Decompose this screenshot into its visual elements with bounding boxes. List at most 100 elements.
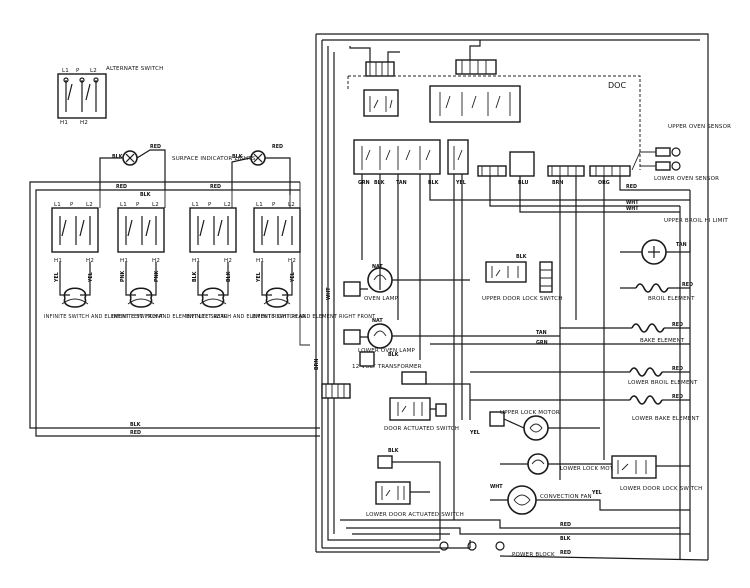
svg-text:YEL: YEL — [256, 272, 262, 283]
svg-text:BLK: BLK — [130, 422, 141, 428]
svg-text:BLK: BLK — [516, 254, 527, 260]
power-block-area: RED BLK RED POWER BLOCK — [316, 519, 709, 561]
svg-text:YEL: YEL — [54, 272, 60, 283]
svg-text:RED: RED — [116, 184, 127, 190]
main-bus-frame: BRN WHT — [314, 33, 709, 560]
svg-text:BLK: BLK — [112, 154, 123, 160]
svg-text:L2: L2 — [288, 202, 295, 208]
infinite-switch-right-rear: L1 P L2 H1 H2 BLK BLK INFINITE SWITCH AN… — [186, 202, 306, 320]
svg-text:RED: RED — [672, 322, 683, 328]
lower-lock-motor-label: LOWER LOCK MOTOR — [560, 466, 622, 472]
infinite-switch-left-rear: L1 P L2 H1 H2 PNK PNK INFINITE SWITCH AN… — [112, 202, 228, 320]
upper-lock-motor-label: UPPER LOCK MOTOR — [500, 410, 560, 416]
svg-text:TAN: TAN — [676, 242, 687, 248]
svg-text:RED: RED — [560, 550, 571, 556]
svg-text:WHT: WHT — [490, 484, 503, 490]
svg-text:BLK: BLK — [560, 536, 571, 542]
broil-element-label: BROIL ELEMENT — [648, 296, 695, 302]
svg-text:GRN: GRN — [358, 180, 370, 186]
svg-text:H1: H1 — [54, 258, 62, 264]
svg-text:RED: RED — [672, 394, 683, 400]
lower-oven-lamp-label: LOWER OVEN LAMP — [358, 348, 416, 354]
alt-switch-l1: L1 — [62, 68, 69, 74]
svg-text:BLK: BLK — [140, 192, 151, 198]
svg-text:H1: H1 — [256, 258, 264, 264]
svg-text:BLK: BLK — [388, 448, 399, 454]
svg-text:H2: H2 — [152, 258, 160, 264]
lower-door-actuated-switch: LOWER DOOR ACTUATED SWITCH BLK — [366, 448, 464, 540]
convection-fan-label: CONVECTION FAN — [540, 494, 592, 500]
svg-text:YEL: YEL — [455, 180, 466, 186]
svg-text:WHT: WHT — [326, 287, 332, 300]
upper-oven-sensor-label: UPPER OVEN SENSOR — [668, 124, 731, 130]
lower-oven-sensor-label: LOWER OVEN SENSOR — [654, 176, 719, 182]
svg-text:P: P — [272, 202, 276, 208]
lower-door-lock-switch-label: LOWER DOOR LOCK SWITCH — [620, 486, 703, 492]
svg-text:YEL: YEL — [290, 272, 296, 283]
svg-text:L2: L2 — [152, 202, 159, 208]
svg-text:H1: H1 — [120, 258, 128, 264]
svg-text:L2: L2 — [86, 202, 93, 208]
svg-text:RED: RED — [150, 144, 161, 150]
svg-text:GRN: GRN — [536, 340, 548, 346]
svg-text:P: P — [136, 202, 140, 208]
svg-text:NAT: NAT — [372, 318, 383, 324]
svg-text:P: P — [70, 202, 74, 208]
svg-text:BLK: BLK — [232, 154, 243, 160]
lower-broil-element-label: LOWER BROIL ELEMENT — [628, 380, 698, 386]
svg-text:H2: H2 — [86, 258, 94, 264]
infinite-switch-left-front: L1 P L2 H1 H2 YEL YEL INFINITE SWITCH AN… — [44, 202, 164, 320]
doc-connectors: GRN BLK TAN BLK YEL BLU BRN ORG WHT WHT … — [353, 139, 690, 520]
alt-switch-l2: L2 — [90, 68, 97, 74]
svg-text:YEL: YEL — [591, 490, 602, 496]
lower-lock-motor: LOWER LOCK MOTOR LOWER DOOR LOCK SWITCH … — [500, 453, 703, 496]
svg-text:L1: L1 — [192, 202, 199, 208]
svg-text:BLU: BLU — [518, 180, 529, 186]
svg-text:TAN: TAN — [396, 180, 407, 186]
infinite-switch-label-4: INFINITE SWITCH AND ELEMENT RIGHT FRONT — [252, 314, 376, 320]
svg-text:L1: L1 — [120, 202, 127, 208]
lower-door-actuated-switch-label: LOWER DOOR ACTUATED SWITCH — [366, 512, 464, 518]
surface-indicator-lights: SURFACE INDICATOR LIGHTS BLK RED BLK RED — [99, 144, 291, 195]
svg-text:L2: L2 — [224, 202, 231, 208]
svg-text:L1: L1 — [54, 202, 61, 208]
svg-text:RED: RED — [682, 282, 693, 288]
svg-text:RED: RED — [210, 184, 221, 190]
infinite-switch-label-3: INFINITE SWITCH AND ELEMENT RIGHT REAR — [186, 314, 306, 320]
svg-text:BLK: BLK — [192, 271, 198, 282]
upper-broil-limit-label: UPPER BROIL HI LIMIT — [664, 218, 728, 224]
convection-fan: CONVECTION FAN WHT — [490, 484, 690, 515]
upper-door-lock-switch: UPPER DOOR LOCK SWITCH BLK — [482, 254, 563, 302]
surface-lights-label: SURFACE INDICATOR LIGHTS — [172, 156, 256, 162]
upper-door-lock-switch-label: UPPER DOOR LOCK SWITCH — [482, 296, 563, 302]
svg-text:WHT: WHT — [626, 200, 639, 206]
infinite-switch-right-front: L1 P L2 H1 H2 YEL YEL INFINITE SWITCH AN… — [252, 202, 376, 320]
oven-lamp-label: OVEN LAMP — [364, 296, 399, 302]
oven-sensors: UPPER OVEN SENSOR LOWER OVEN SENSOR — [631, 124, 731, 182]
alt-switch-p: P — [76, 68, 80, 74]
svg-text:YEL: YEL — [88, 272, 94, 283]
svg-text:NAT: NAT — [372, 264, 383, 270]
svg-text:BLK: BLK — [388, 352, 399, 358]
power-block-label: POWER BLOCK — [512, 552, 555, 558]
svg-text:RED: RED — [672, 366, 683, 372]
svg-text:H2: H2 — [288, 258, 296, 264]
infinite-switch-label-2: INFINITE SWITCH AND ELEMENT LEFT REAR — [112, 314, 228, 320]
svg-text:YEL: YEL — [469, 430, 480, 436]
infinite-switch-label-1: INFINITE SWITCH AND ELEMENT LEFT FRONT — [44, 314, 164, 320]
upper-lock-motor: UPPER LOCK MOTOR YEL — [469, 410, 600, 441]
doc-label: DOC — [608, 81, 626, 90]
alternate-switch: L1 P L2 ALTERNATE SWITCH H1 H2 — [57, 66, 163, 126]
svg-text:RED: RED — [130, 430, 141, 436]
svg-text:RED: RED — [626, 184, 637, 190]
bake-element-label: BAKE ELEMENT — [640, 338, 685, 344]
svg-text:L1: L1 — [256, 202, 263, 208]
svg-text:BLK: BLK — [374, 180, 385, 186]
top-connectors: DOC — [347, 40, 641, 170]
svg-text:TAN: TAN — [536, 330, 547, 336]
lower-bake-element-label: LOWER BAKE ELEMENT — [632, 416, 700, 422]
door-actuated-switch: DOOR ACTUATED SWITCH — [384, 383, 471, 432]
svg-text:BLK: BLK — [226, 271, 232, 282]
svg-text:BLK: BLK — [428, 180, 439, 186]
